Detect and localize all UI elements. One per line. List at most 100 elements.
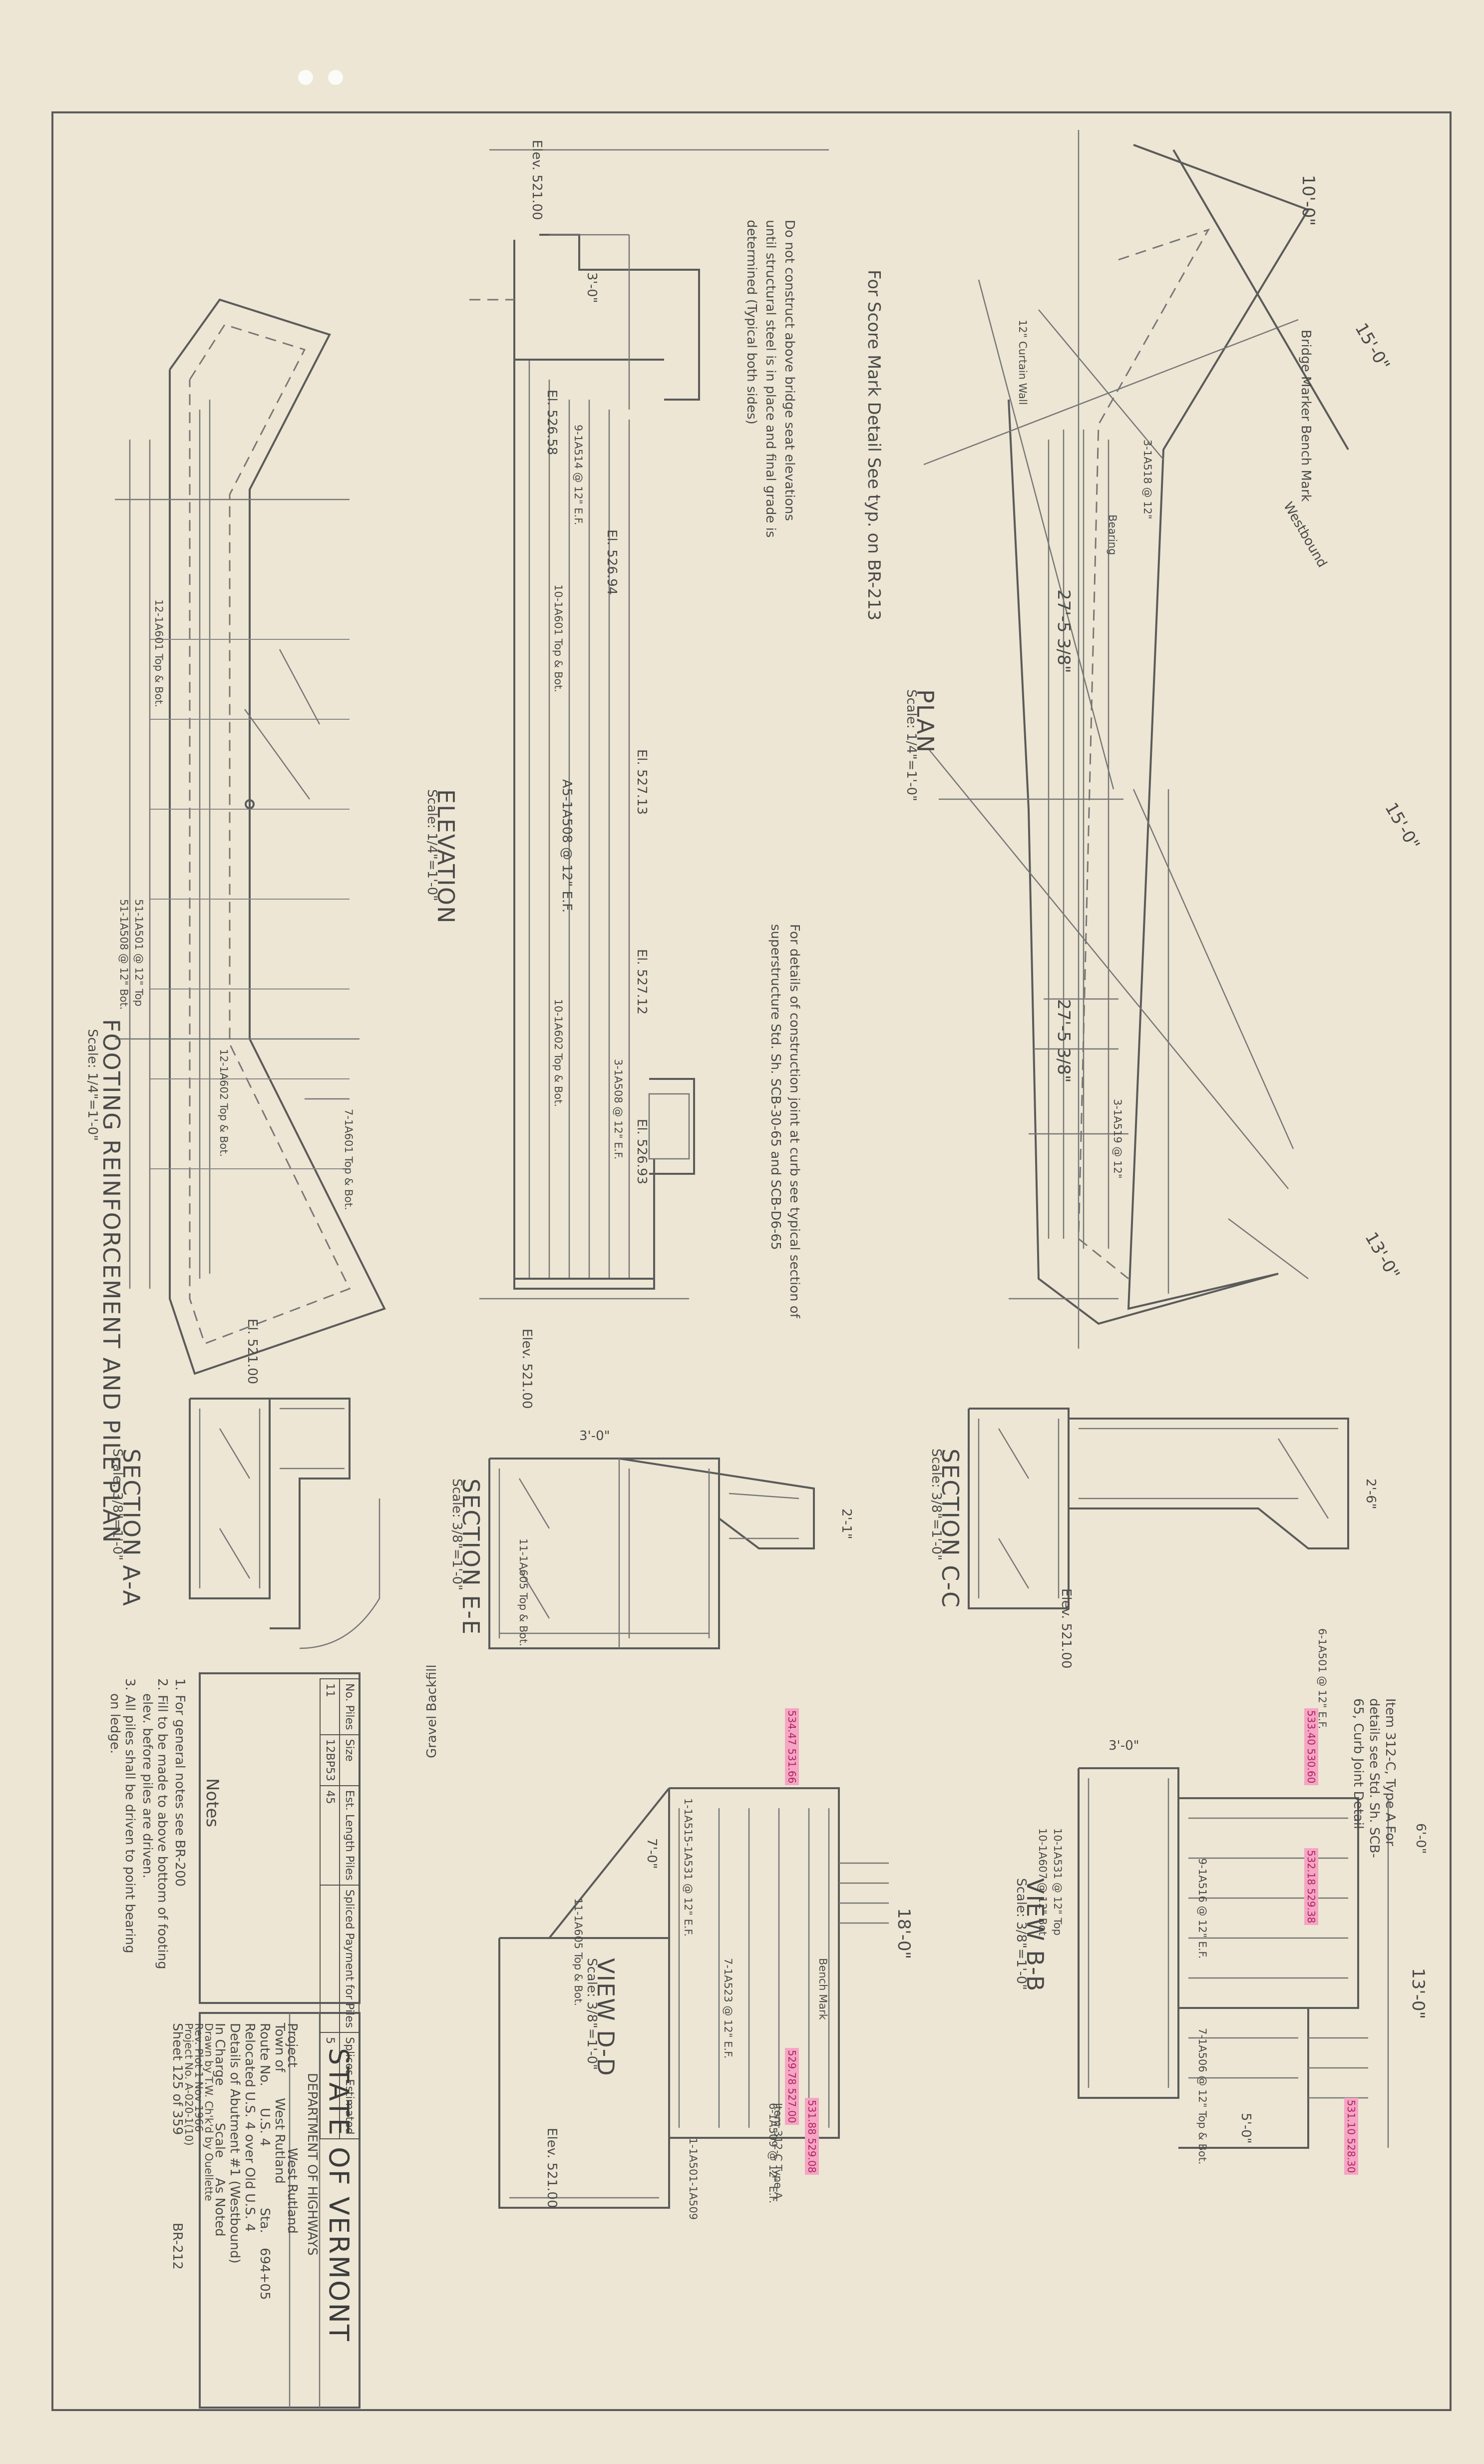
sched-header: No. Piles <box>340 1679 359 1735</box>
elev-52658: El. 526.58 <box>544 390 559 456</box>
section-aa-drawing <box>189 1398 380 1649</box>
title-route-value: U.S. 4 <box>257 2108 272 2146</box>
bar-mark: 11-1A605 Top & Bot. <box>517 1538 529 1647</box>
sched-cell: 11 <box>320 1679 340 1735</box>
dim-27ft-lower: 27'-5 3/8" <box>1054 999 1074 1083</box>
curtain-wall-label: 12" Curtain Wall <box>1017 320 1029 405</box>
elev-521-top: Elev. 521.00 <box>529 140 544 220</box>
sched-header: Est. Length Piles <box>340 1785 359 1885</box>
section-cc-scale: Scale: 3/8"=1'-0" <box>929 1449 944 1561</box>
punch-hole <box>298 70 313 85</box>
title-route-label: Route No. <box>257 2023 272 2086</box>
revised-elevation-tag: 531.10 528.30 <box>1344 2098 1358 2175</box>
bar-mark: 1-1A515-1A531 @ 12" E.F. <box>682 1798 694 1937</box>
dim-18ft: 18'-0" <box>894 1908 914 1960</box>
elevation-drawing <box>469 149 829 1300</box>
revised-elevation-tag: 534.47 531.66 <box>785 1708 799 1786</box>
dim-5ft: 5'-0" <box>1238 2113 1253 2144</box>
bar-mark: 11-1A605 Top & Bot. <box>572 1898 584 2006</box>
dim-7ft: 7'-0" <box>644 1838 659 1869</box>
sched-header: Spliced Payment for Piles <box>340 1885 359 2033</box>
bar-mark: 51-1A508 @ 12" Bot. <box>118 899 130 1010</box>
bearing-label: Bearing <box>1107 514 1118 555</box>
title-town-value: West Rutland <box>272 2098 287 2184</box>
section-aa-scale: Scale: 3/8"=1'-0" <box>110 1449 125 1561</box>
dim-10ft: 10'-0" <box>1298 175 1318 226</box>
view-bb-scale: Scale: 3/8"=1'-0" <box>1014 1878 1029 1990</box>
title-block-frame <box>199 2012 361 2409</box>
elev-521-cc: Elev. 521.00 <box>1059 1588 1074 1669</box>
sched-cell: 45 <box>320 1785 340 1885</box>
elev-521-ee: Elev. 521.00 <box>519 1329 534 1409</box>
bar-mark: 10-1A601 Top & Bot. <box>552 584 564 693</box>
section-ee-scale: Scale: 3/8"=1'-0" <box>449 1478 464 1591</box>
title-state: STATE OF VERMONT <box>323 2048 355 2343</box>
elev-52713: El. 527.13 <box>634 749 649 815</box>
note-3b: on ledge. <box>107 1693 122 1754</box>
title-details: Details of Abutment #1 (Westbound) <box>227 2023 242 2264</box>
construction-joint-note: For details of construction joint at cur… <box>768 924 802 1318</box>
sheet-border <box>51 111 1452 2411</box>
dim-3ft-bb: 3'-0" <box>1109 1738 1139 1753</box>
view-bb-drawing <box>1078 1767 1389 2149</box>
dim-13ft-bb: 13'-0" <box>1408 1968 1428 2019</box>
sched-cell: 12BP53 <box>320 1734 340 1786</box>
sched-cell <box>320 1885 340 2033</box>
bar-mark: 3-1A518 @ 12" <box>1141 440 1153 519</box>
revised-elevation-tag: 529.78 527.00 <box>785 2048 799 2125</box>
section-cc-drawing <box>968 1408 1349 1609</box>
bar-mark: 12-1A602 Top & Bot. <box>218 1049 230 1157</box>
bar-mark: 7-1A601 Top & Bot. <box>343 1109 355 1210</box>
title-dwg-no: BR-212 <box>170 2223 185 2270</box>
bar-mark: 9-1A516 @ 12" E.F. <box>1196 1858 1208 1959</box>
elev-52693: El. 526.93 <box>634 1119 649 1185</box>
item-312-note: Item 312-C, Type A For details see Std. … <box>1351 1698 1398 1858</box>
revised-elevation-tag: 531.88 529.08 <box>805 2098 819 2175</box>
title-relocated: Relocated U.S. 4 over Old U.S. 4 <box>242 2023 257 2232</box>
title-sheet: Sheet 125 of 359 <box>170 2023 185 2135</box>
bar-mark: 10-1A602 Top & Bot. <box>552 999 564 1107</box>
dim-2ft1: 2'-1" <box>839 1508 854 1539</box>
dim-27ft-upper: 27'-5 3/8" <box>1054 589 1074 673</box>
bar-mark: 3-1A519 @ 12" <box>1112 1099 1123 1179</box>
note-1: 1. For general notes see BR-200 <box>172 1678 187 1887</box>
bar-mark: A5-1A508 @ 12" E.F. <box>559 779 574 913</box>
title-sta-label: Sta. <box>257 2208 272 2233</box>
bar-mark: 7-1A506 @ 12" Top & Bot. <box>1196 2028 1208 2165</box>
dim-3ft-elev: 3'-0" <box>584 272 599 303</box>
bar-mark: 10-1A531 @ 12" Top <box>1052 1828 1064 1936</box>
bar-mark: 10-1A607 @ 12" Bot. <box>1037 1828 1049 1939</box>
plan-scale: Scale: 1/4"=1'-0" <box>904 689 919 802</box>
gravel-backfill-label: Gravel Backfill <box>424 1664 439 1758</box>
bar-mark: 7-1A523 @ 12" E.F. <box>722 1958 734 2059</box>
revised-elevation-tag: 533.40 530.60 <box>1304 1708 1318 1786</box>
bar-mark: 9-1A514 @ 12" E.F. <box>572 425 584 525</box>
title-town-label: Town of <box>272 2023 287 2072</box>
note-2b: elev. before piles are driven. <box>140 1693 155 1879</box>
elevation-scale: Scale: 1/4"=1'-0" <box>424 789 439 902</box>
elev-52712: El. 527.12 <box>634 949 649 1015</box>
notes-heading: Notes <box>202 1778 222 1828</box>
note-3: 3. All piles shall be driven to point be… <box>122 1678 137 1954</box>
bar-mark: 3-1A508 @ 12" E.F. <box>612 1059 624 1160</box>
section-ee-drawing <box>488 1458 815 1649</box>
note-2: 2. Fill to be made to above bottom of fo… <box>155 1678 170 1970</box>
do-not-construct-note: Do not construct above bridge seat eleva… <box>744 220 797 538</box>
title-sta-value: 694+05 <box>257 2248 272 2300</box>
bar-mark: 1-1A501-1A509 <box>687 2138 699 2220</box>
score-mark-note: For Score Mark Detail See typ. on BR-213 <box>864 270 884 621</box>
elev-521-dd: Elev. 521.00 <box>544 2128 559 2208</box>
sched-header: Size <box>340 1734 359 1786</box>
bridge-marker-note: Bridge Marker Bench Mark <box>1298 330 1313 502</box>
elev-52694: El. 526.94 <box>604 529 619 595</box>
pile-schedule-frame <box>199 1672 361 2004</box>
footing-plan-scale: Scale: 1/4"=1'-0" <box>85 1029 100 1141</box>
bar-mark: 6-1A509 @ 12" E.F. <box>767 2103 779 2204</box>
bar-mark: 51-1A501 @ 12" Top <box>133 899 145 1006</box>
elev-521-aa: El. 521.00 <box>245 1319 260 1385</box>
dim-6ft: 6'-0" <box>1413 1823 1428 1854</box>
punch-hole <box>328 70 343 85</box>
footing-plan-drawing <box>115 298 386 1375</box>
